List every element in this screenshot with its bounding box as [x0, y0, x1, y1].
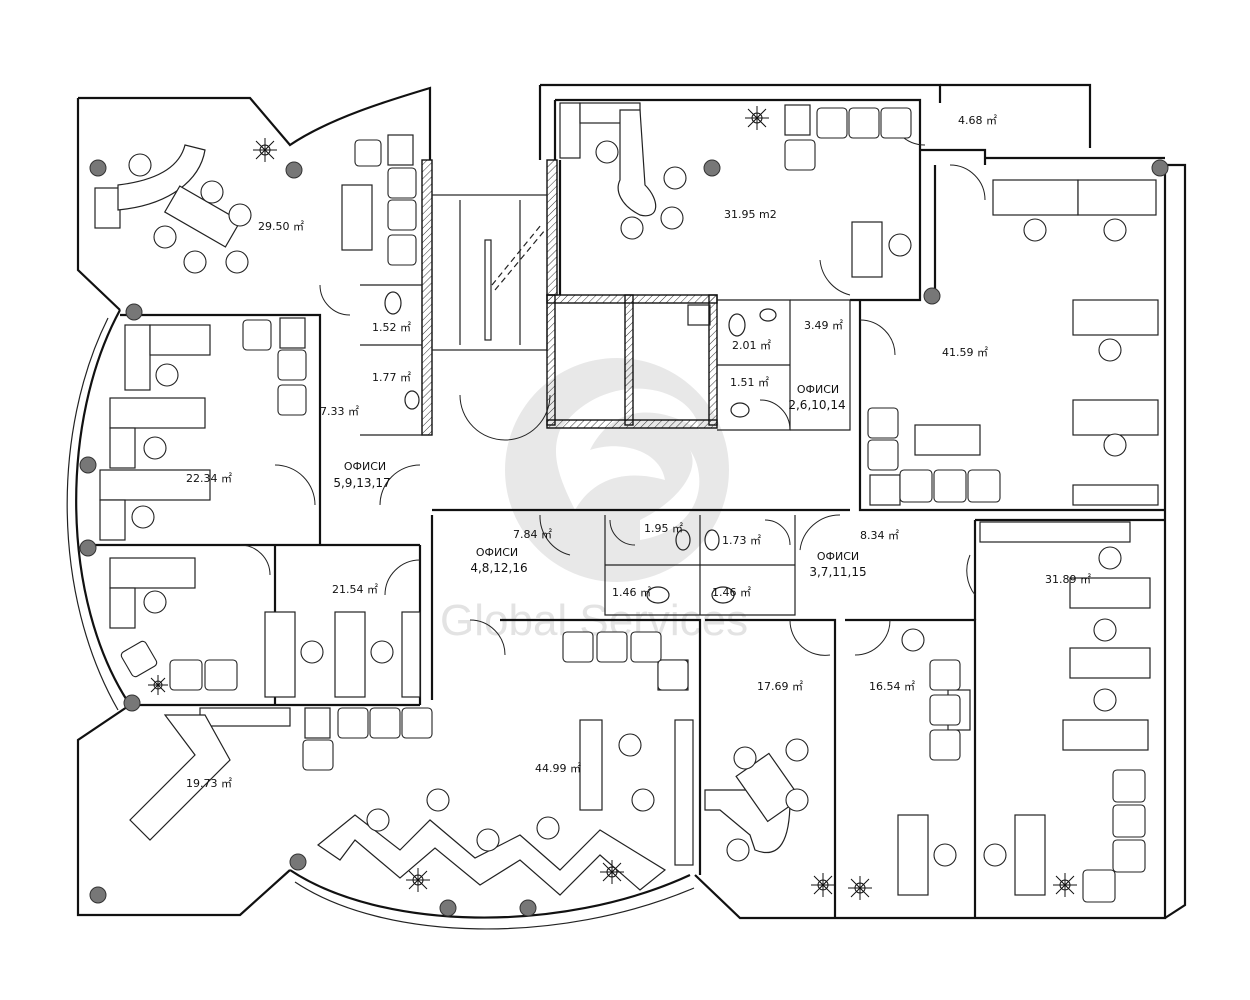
- room-label: 31.89 ㎡: [1045, 573, 1091, 586]
- room-label: 1.51 ㎡: [730, 376, 769, 389]
- office-group-numbers: 5,9,13,17: [333, 476, 390, 490]
- room-label: 17.69 ㎡: [757, 680, 803, 693]
- sanitary-fixtures: [384, 291, 777, 604]
- office-group-title: ОФИСИ: [817, 550, 859, 563]
- room-label: 4.68 ㎡: [958, 114, 997, 127]
- office-group-labels: ОФИСИ 5,9,13,17 ОФИСИ 2,6,10,14 ОФИСИ 4,…: [333, 383, 866, 579]
- room-label: 19.73 ㎡: [186, 777, 232, 790]
- room-label: 31.95 m2: [724, 208, 777, 221]
- office-group-numbers: 3,7,11,15: [809, 565, 866, 579]
- furniture-desks: [94, 102, 1159, 896]
- room-label: 29.50 ㎡: [258, 220, 304, 233]
- watermark-logo: [505, 358, 729, 582]
- columns: [79, 159, 1169, 917]
- room-label: 1.77 ㎡: [372, 371, 411, 384]
- room-label: 7.33 ㎡: [320, 405, 359, 418]
- room-label: 41.59 ㎡: [942, 346, 988, 359]
- room-label: 1.73 ㎡: [722, 534, 761, 547]
- room-label: 7.84 ㎡: [513, 528, 552, 541]
- room-label: 1.46 ㎡: [612, 586, 651, 599]
- office-group-title: ОФИСИ: [344, 460, 386, 473]
- interior-walls: [95, 98, 1165, 918]
- room-label: 21.54 ㎡: [332, 583, 378, 596]
- room-label: 16.54 ㎡: [869, 680, 915, 693]
- chairs: [120, 107, 1146, 903]
- office-group-numbers: 2,6,10,14: [788, 398, 845, 412]
- room-label: 3.49 ㎡: [804, 319, 843, 332]
- room-label: 1.46 ㎡: [712, 586, 751, 599]
- room-label: 2.01 ㎡: [732, 339, 771, 352]
- office-group-numbers: 4,8,12,16: [470, 561, 527, 575]
- outer-walls: [66, 83, 1187, 930]
- office-group-title: ОФИСИ: [476, 546, 518, 559]
- plants: [148, 106, 1077, 900]
- room-label: 44.99 ㎡: [535, 762, 581, 775]
- room-label: 1.95 ㎡: [644, 522, 683, 535]
- room-label: 22.34 ㎡: [186, 472, 232, 485]
- room-label: 8.34 ㎡: [860, 529, 899, 542]
- office-group-title: ОФИСИ: [797, 383, 839, 396]
- room-labels: 29.50 ㎡ 31.95 m2 4.68 ㎡ 1.52 ㎡ 1.77 ㎡ 7.…: [186, 114, 1091, 790]
- room-label: 1.52 ㎡: [372, 321, 411, 334]
